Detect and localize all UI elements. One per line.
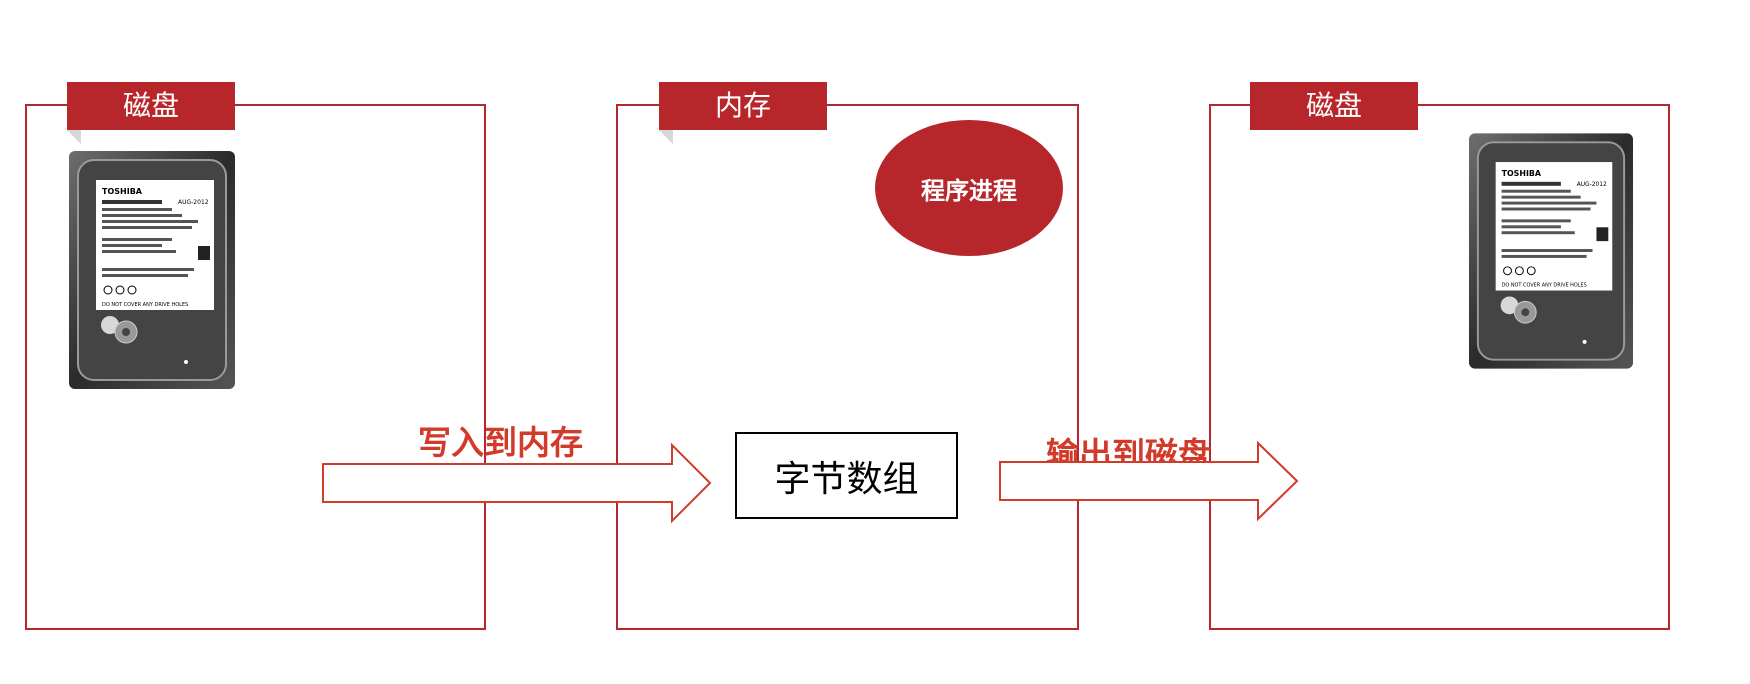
- memory-panel: [616, 104, 1079, 630]
- hdd-brand-right: TOSHIBA: [1502, 169, 1542, 178]
- tab-fold-left: [67, 130, 81, 144]
- hdd-date-right: AUG-2012: [1577, 182, 1607, 188]
- hdd-date-left: AUG-2012: [178, 199, 209, 206]
- output-to-disk-arrow: [999, 440, 1299, 522]
- disk-panel-left: [25, 104, 486, 630]
- memory-tab: 内存: [659, 82, 827, 130]
- disk-tab-left: 磁盘: [67, 82, 235, 130]
- byte-array-box: 字节数组: [735, 432, 958, 519]
- hdd-warning-left: DO NOT COVER ANY DRIVE HOLES: [102, 302, 188, 308]
- disk-panel-right: [1209, 104, 1670, 630]
- write-to-memory-arrow: [322, 442, 712, 524]
- hard-drive-icon-left: TOSHIBA AUG-2012 DO NOT COVER ANY DRIVE …: [69, 151, 235, 389]
- tab-fold-middle: [659, 130, 673, 144]
- hard-drive-icon-right: TOSHIBA AUG-2012 DO NOT COVER ANY DRIVE …: [1468, 133, 1634, 369]
- hdd-warning-right: DO NOT COVER ANY DRIVE HOLES: [1502, 283, 1587, 289]
- hdd-brand-left: TOSHIBA: [102, 187, 143, 196]
- write-to-memory-label: 写入到内存: [418, 423, 583, 462]
- disk-tab-right: 磁盘: [1250, 82, 1418, 130]
- program-process-ellipse: 程序进程: [875, 120, 1063, 256]
